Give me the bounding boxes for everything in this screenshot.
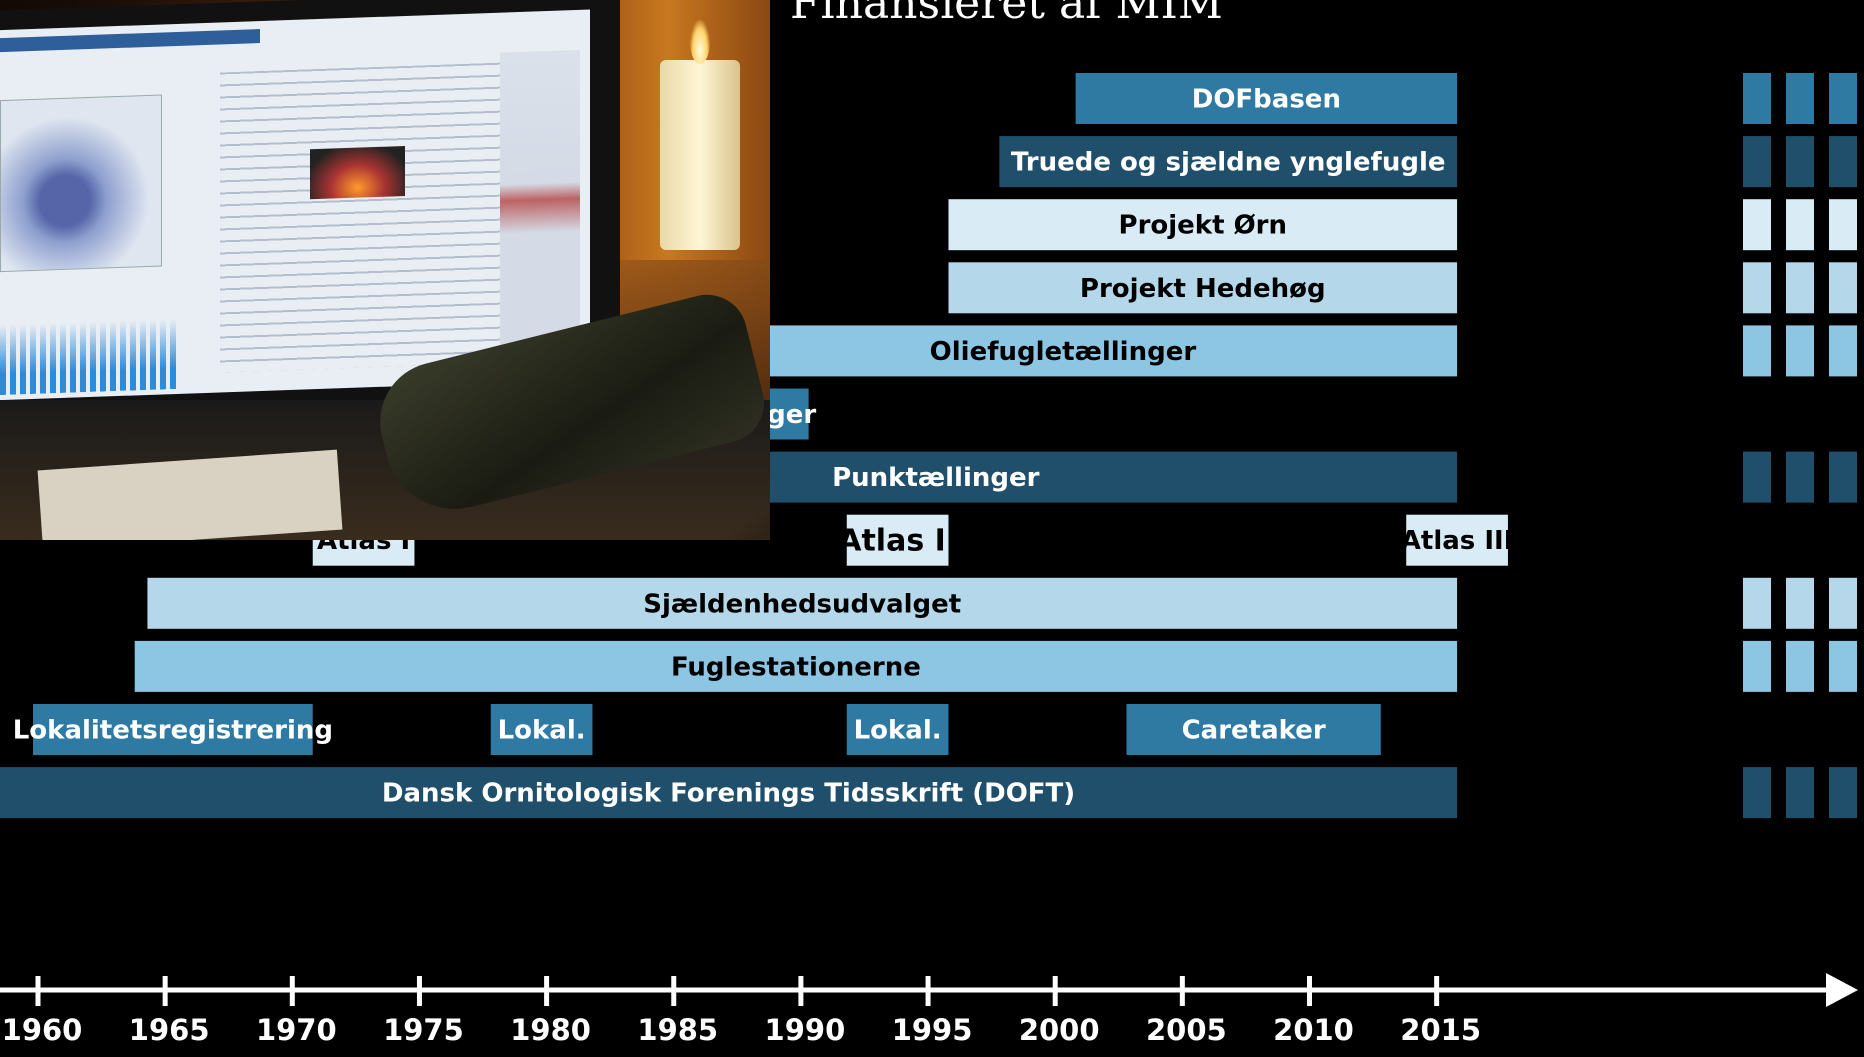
continuation-stub xyxy=(1829,73,1857,124)
slide-title: Finansieret af MIM xyxy=(790,0,1223,29)
continuation-stub xyxy=(1743,577,1771,629)
bar-label: Caretaker xyxy=(1182,716,1326,746)
bar-rect xyxy=(0,767,1458,819)
bar-label: DOFbasen xyxy=(1192,85,1341,115)
bar-label: Fuglestationerne xyxy=(671,652,921,682)
bar-label: Sjældenhedsudvalget xyxy=(643,589,961,619)
bar-rect xyxy=(846,514,949,566)
continuation-stub xyxy=(1743,767,1771,819)
bar-rect xyxy=(1126,704,1381,755)
x-tick-label: 1975 xyxy=(383,1013,464,1047)
continuation-stub xyxy=(1829,767,1857,819)
bar-label: Lokal. xyxy=(854,716,942,746)
bar-rect xyxy=(846,704,949,755)
x-tick-label: 2010 xyxy=(1273,1013,1354,1047)
bar-label: Truede og sjældne ynglefugle xyxy=(1011,148,1446,178)
bar-label: Lokalitetsregistrering xyxy=(13,716,333,746)
continuation-stub xyxy=(1829,451,1857,503)
continuation-stub xyxy=(1829,577,1857,629)
continuation-stub xyxy=(1743,199,1771,251)
continuation-stub xyxy=(1743,136,1771,188)
screen-map-icon xyxy=(0,94,162,273)
bar-label: Atlas III xyxy=(1401,526,1514,556)
continuation-stub xyxy=(1829,262,1857,314)
screen-nav-bar xyxy=(0,29,260,53)
continuation-stub xyxy=(1786,577,1814,629)
continuation-stub xyxy=(1829,640,1857,692)
bar-rect xyxy=(999,136,1458,188)
continuation-stub xyxy=(1786,640,1814,692)
timeline-bar-caretaker: Caretaker xyxy=(1126,704,1381,755)
timeline-bar-projekt-ørn: Projekt Ørn xyxy=(948,199,1857,251)
bar-label: Atlas II xyxy=(838,524,957,559)
timeline-bar-fuglestationerne: Fuglestationerne xyxy=(134,640,1857,692)
bar-rect xyxy=(1406,514,1508,566)
bar-rect xyxy=(33,704,313,755)
timeline-bar-lokal: Lokal. xyxy=(846,704,949,755)
x-tick-label: 1970 xyxy=(256,1013,337,1047)
bar-label: Projekt Hedehøg xyxy=(1080,274,1326,304)
x-tick-label: 1980 xyxy=(510,1013,591,1047)
continuation-stub xyxy=(1786,262,1814,314)
bar-rect xyxy=(1075,73,1458,124)
timeline-bar-atlas-ii: Atlas II xyxy=(838,514,957,566)
continuation-stub xyxy=(1786,767,1814,819)
screen-photo-icon xyxy=(310,145,405,200)
continuation-stub xyxy=(1786,73,1814,124)
continuation-stub xyxy=(1743,73,1771,124)
bar-rect xyxy=(134,640,1458,692)
candle-icon xyxy=(660,60,740,250)
timeline-bar-dofbasen: DOFbasen xyxy=(1075,73,1857,124)
bar-rect xyxy=(490,704,593,755)
timeline-bar-truede-og-sjældne-ynglefugle: Truede og sjældne ynglefugle xyxy=(999,136,1857,188)
continuation-stub xyxy=(1786,136,1814,188)
bar-label: Dansk Ornitologisk Forenings Tidsskrift … xyxy=(382,779,1075,809)
bar-label: Projekt Ørn xyxy=(1119,211,1288,241)
timeline-bar-lokal: Lokal. xyxy=(490,704,593,755)
bar-label: Oliefugletællinger xyxy=(930,337,1197,367)
continuation-stub xyxy=(1786,325,1814,377)
bar-rect xyxy=(147,577,1458,629)
timeline-bar-atlas-iii: Atlas III xyxy=(1401,514,1514,566)
x-tick-label: 2000 xyxy=(1019,1013,1100,1047)
bar-rect xyxy=(948,262,1458,314)
x-axis-arrow-icon xyxy=(1826,973,1858,1007)
screen-text-lines xyxy=(220,62,500,373)
continuation-stub xyxy=(1743,262,1771,314)
continuation-stub xyxy=(1743,640,1771,692)
bar-label: Lokal. xyxy=(498,716,586,746)
timeline-bar-sjældenhedsudvalget: Sjældenhedsudvalget xyxy=(147,577,1857,629)
bar-label: Punktællinger xyxy=(832,463,1040,493)
bar-rect xyxy=(668,325,1458,377)
timeline-bar-projekt-hedehøg: Projekt Hedehøg xyxy=(948,262,1857,314)
continuation-stub xyxy=(1786,451,1814,503)
timeline-bar-lokalitetsregistrering: Lokalitetsregistrering xyxy=(13,704,333,755)
continuation-stub xyxy=(1743,451,1771,503)
x-axis: 1960 1965 1970 1975 1980 1985 1990 1995 2000 2005… xyxy=(0,973,1858,1047)
x-tick-label: 2015 xyxy=(1400,1013,1481,1047)
candle-flame-icon xyxy=(690,20,710,64)
continuation-stub xyxy=(1829,136,1857,188)
continuation-stub xyxy=(1786,199,1814,251)
x-tick-label: 1985 xyxy=(637,1013,718,1047)
laptop-screen xyxy=(0,9,590,401)
x-tick-label: 1995 xyxy=(892,1013,973,1047)
x-tick-label: 1990 xyxy=(765,1013,846,1047)
timeline-bar-oliefugletællinger: Oliefugletællinger xyxy=(668,325,1857,377)
timeline-bar-dansk-ornitologisk-forenings-tidsskrift-doft: Dansk Ornitologisk Forenings Tidsskrift … xyxy=(0,767,1857,819)
x-tick-label: 1965 xyxy=(129,1013,210,1047)
bar-rect xyxy=(948,199,1458,251)
screen-bar-chart-icon xyxy=(0,318,180,396)
laptop-candle-photo xyxy=(0,0,770,540)
continuation-stub xyxy=(1743,325,1771,377)
continuation-stub xyxy=(1829,199,1857,251)
x-tick-label: 1960 xyxy=(2,1013,83,1047)
x-tick-label: 2005 xyxy=(1146,1013,1227,1047)
continuation-stub xyxy=(1829,325,1857,377)
